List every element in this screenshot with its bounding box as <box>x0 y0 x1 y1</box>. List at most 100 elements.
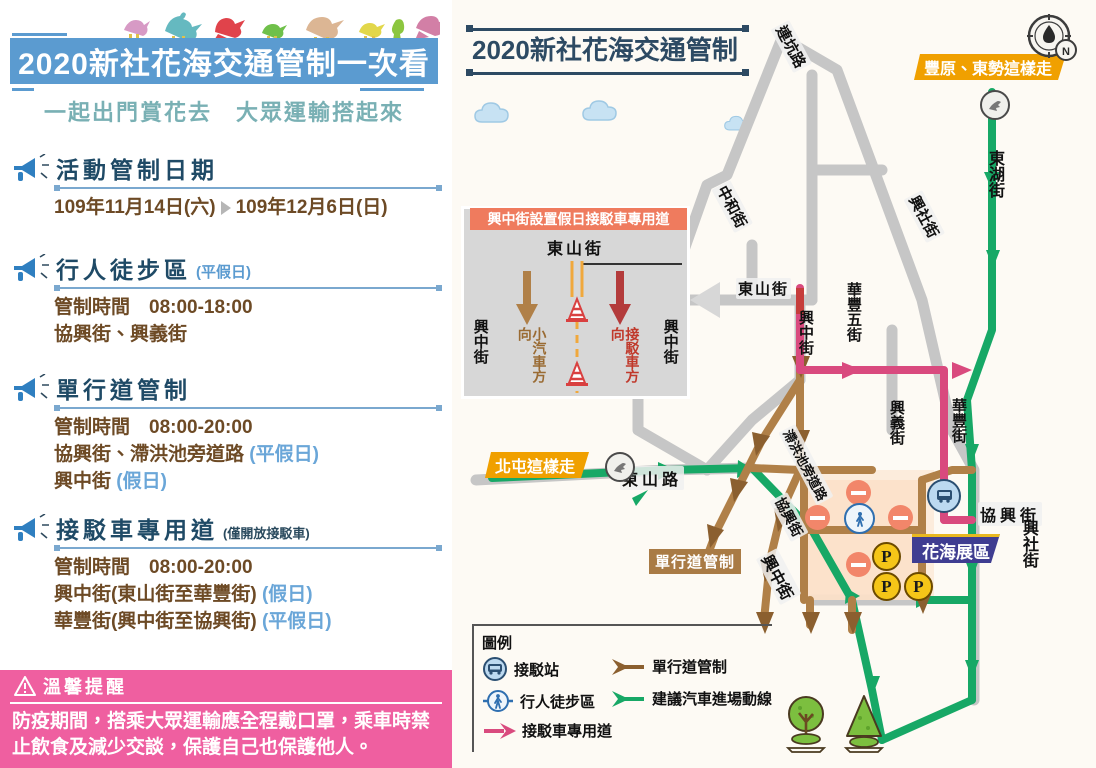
detail-line: 管制時間 08:00-18:00 <box>54 297 253 318</box>
compass-icon: N <box>1027 14 1077 61</box>
conifer-tree-icon <box>843 695 885 753</box>
detail-line: 管制時間 08:00-20:00 <box>54 557 253 578</box>
map-legend: 圖例 接駁站 單行道管制 <box>472 624 772 754</box>
street-label-dongshan-st: 東山街 <box>736 278 792 299</box>
shuttle-direction-arrow-icon <box>609 271 631 325</box>
event-date-range: 109年11月14日(六) 109年12月6日(日) <box>54 195 442 222</box>
detail-line: 協興街、滯洪池旁道路 (平假日) <box>54 442 442 469</box>
section-title: 活動管制日期 <box>56 157 218 183</box>
street-label-xiexing-st-right: 協興街 <box>978 502 1043 526</box>
cloud-icon <box>474 102 509 123</box>
legend-item-oneway: 單行道管制 <box>612 656 727 677</box>
no-entry-sign-left <box>805 505 830 530</box>
notice-divider <box>10 702 442 704</box>
section-rule <box>54 185 442 191</box>
notice-header: 溫馨提醒 <box>0 670 452 702</box>
inset-shuttle-direction-label: 接駁車方向 <box>609 327 641 383</box>
section-heading-row: 活動管制日期 <box>12 148 442 182</box>
main-title: 2020新社花海交通管制一次看 <box>18 48 430 81</box>
shuttle-stop-icon <box>927 479 961 513</box>
megaphone-icon <box>14 374 49 401</box>
health-notice-box: 溫馨提醒 防疫期間，搭乘大眾運輸應全程戴口罩，乘車時禁止飲食及減少交談，保護自己… <box>0 670 452 768</box>
detail-line: 協興街、興義街 <box>54 323 188 345</box>
brown-arrow-icon <box>612 658 644 675</box>
title-tick-left <box>12 33 67 36</box>
legend-title: 圖例 <box>482 635 513 652</box>
legend-label: 單行道管制 <box>652 659 728 676</box>
inset-top-street: 東山街 <box>546 241 604 258</box>
no-entry-sign-top <box>846 480 871 505</box>
cloud-icon <box>582 100 617 121</box>
street-label-xingyi-st: 興義街 <box>888 400 905 445</box>
title-tick-br <box>360 88 424 91</box>
street-label-donghu-st: 東湖街 <box>986 150 1003 198</box>
legend-item-shuttle-stop: 接駁站 <box>482 656 559 682</box>
main-subtitle: 一起出門賞花去 大眾運輸搭起來 <box>43 100 404 125</box>
pink-arrow-icon <box>484 722 516 739</box>
no-entry-sign-right <box>888 505 913 530</box>
section-rule <box>54 405 442 411</box>
date-start: 109年11月14日(六) <box>54 197 216 218</box>
map-panel: 2020新社花海交通管制 <box>452 0 1096 768</box>
street-label-xingshe-st-south: 興社街 <box>1020 520 1037 568</box>
street-label-huafeng-st: 華豐街 <box>950 398 967 443</box>
megaphone-icon <box>14 254 49 281</box>
route-marker-icon-north <box>980 90 1010 120</box>
map-title-sq-br <box>742 69 749 76</box>
badge-flower-sea-expo: 花海展區 <box>912 534 1000 563</box>
section-heading-row: 單行道管制 <box>12 368 442 402</box>
legend-label: 接駁車專用道 <box>522 723 613 740</box>
deciduous-tree-icon <box>785 696 827 753</box>
detail-line: 興中街 (假日) <box>54 469 442 496</box>
map-title-rule-bottom <box>470 72 746 75</box>
street-label-huafeng5-st: 華豐五街 <box>845 282 862 342</box>
section-rule <box>54 545 442 551</box>
bird-decoration-icon <box>124 12 440 40</box>
date-end: 109年12月6日(日) <box>235 197 388 218</box>
section-rule <box>54 285 442 291</box>
parking-sign-3: P <box>904 572 933 601</box>
badge-fengyuan-dongshi-route[interactable]: 豐原、東勢這樣走 <box>914 54 1066 80</box>
legend-label: 接駁站 <box>514 661 560 679</box>
notice-title: 溫馨提醒 <box>43 677 127 697</box>
main-title-bar: 2020新社花海交通管制一次看 <box>10 38 438 84</box>
badge-beitun-route[interactable]: 北屯這樣走 <box>485 452 589 478</box>
day-tag: (假日) <box>261 583 313 605</box>
legend-item-car-route: 建議汽車進場動線 <box>612 688 772 709</box>
section-title: 接駁車專用道 <box>56 517 218 543</box>
inset-car-direction-label: 小汽車方向 <box>516 327 548 383</box>
date-arrow-icon <box>220 200 231 215</box>
map-title: 2020新社花海交通管制 <box>472 35 738 65</box>
street-label-xingzhong-st-upper: 興中街 <box>797 310 814 355</box>
no-entry-sign-bottom <box>846 552 871 577</box>
pedestrian-icon <box>483 690 513 712</box>
warning-triangle-icon <box>14 676 36 696</box>
section-oneway-control: 單行道管制 管制時間 08:00-20:00 協興街、滯洪池旁道路 (平假日) … <box>12 368 442 496</box>
detail-line: 興中街(東山街至華豐街) (假日) <box>54 582 442 609</box>
section-subtitle: (僅開放接駁車) <box>223 526 310 541</box>
car-direction-arrow-icon <box>516 271 538 325</box>
parking-sign-2: P <box>872 572 901 601</box>
lane-markings-icon <box>566 261 588 393</box>
detail-line: 管制時間 08:00-20:00 <box>54 417 253 438</box>
inset-divider-line <box>582 263 682 265</box>
section-pedestrian-zone: 行人徒步區 (平假日) 管制時間 08:00-18:00 協興街、興義街 <box>12 248 442 349</box>
section-event-dates: 活動管制日期 109年11月14日(六) 109年12月6日(日) <box>12 148 442 222</box>
legend-item-pedestrian: 行人徒步區 <box>482 688 595 714</box>
left-info-panel: 2020新社花海交通管制一次看 一起出門賞花去 大眾運輸搭起來 活動管制日期 1… <box>0 0 452 768</box>
detail-line: 華豐街(興中街至協興街) (平假日) <box>54 609 442 636</box>
green-arrow-icon <box>612 690 644 707</box>
legend-label: 行人徒步區 <box>520 693 596 711</box>
legend-item-shuttle-lane: 接駁車專用道 <box>482 720 612 741</box>
section-title: 行人徒步區 <box>56 257 191 283</box>
detail-text: 興中街(東山街至華豐街) <box>54 583 257 605</box>
route-marker-icon-west <box>605 452 635 482</box>
inset-header: 興中街設置假日接駁車專用道 <box>470 208 687 230</box>
megaphone-icon <box>14 154 49 181</box>
pedestrian-zone-icon <box>844 503 875 534</box>
map-title-sq-tl <box>466 25 473 32</box>
detail-text: 協興街、滯洪池旁道路 <box>54 443 245 465</box>
detail-text: 興中街 <box>54 470 112 492</box>
day-tag: (平假日) <box>261 610 332 632</box>
day-tag: (假日) <box>116 470 167 492</box>
